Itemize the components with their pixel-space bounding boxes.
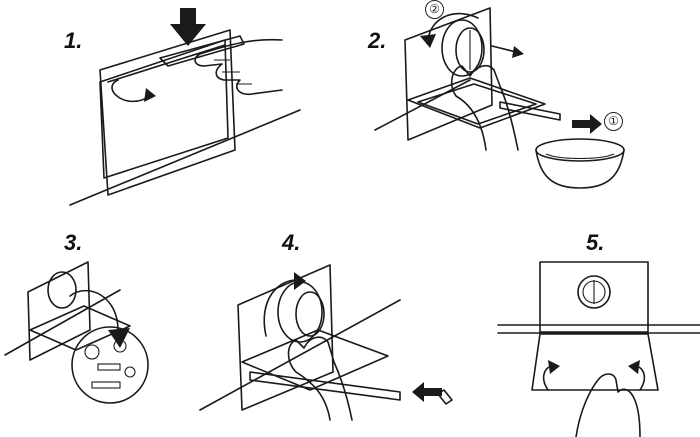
- step-4-illustration: [199, 264, 453, 421]
- step-4-rotate-arrow-icon: [263, 279, 301, 337]
- step-1-floor-line: [69, 109, 301, 206]
- step-2-rotate-arrow-head: [420, 34, 436, 48]
- step-2-filter-knob: [441, 19, 483, 77]
- step-4-rotate-arrow-head: [294, 272, 306, 290]
- step-5-service-flap: [531, 333, 659, 391]
- step-3-floor-line: [4, 289, 121, 356]
- step-1-service-flap: [99, 39, 229, 179]
- step-1-illustration: [69, 8, 301, 206]
- step-4-hose-plug: [437, 389, 453, 405]
- step-5-illustration: [497, 261, 700, 437]
- step-5-close-arrow-head: [628, 360, 640, 374]
- step-3-arrow-icon: [69, 289, 119, 331]
- step-1-hand: [194, 38, 283, 96]
- step-1-curved-arrow-head: [144, 88, 156, 102]
- step-4-filter-cap: [295, 291, 325, 337]
- step-5-filter-cap: [577, 275, 611, 309]
- step-2-pull-arrow-icon: [491, 45, 517, 53]
- step-2-filter-cap: [455, 27, 485, 73]
- step-3-button-icon: [124, 366, 136, 378]
- step-4-label: 4.: [282, 230, 301, 255]
- step-3-coin-icon: [84, 344, 100, 360]
- step-5-close-arrow-head: [548, 360, 560, 374]
- step-3-label: 3.: [64, 230, 83, 255]
- step-3-coin-icon: [113, 339, 127, 353]
- step-1-machine-front: [99, 29, 236, 196]
- step-3-illustration: [4, 261, 149, 404]
- callout-2: ②: [425, 0, 444, 19]
- step-4-insert-arrow-icon: [412, 382, 442, 402]
- step-4-drain-hose: [249, 371, 401, 401]
- step-2-illustration: [374, 7, 625, 189]
- step-2-drain-hose: [499, 101, 561, 121]
- step-5-machine-front: [539, 261, 649, 333]
- step-3-arrow-head: [108, 328, 130, 348]
- step-2-label: 2.: [368, 28, 387, 53]
- step-2-machine-front: [404, 7, 493, 141]
- step-4-filter-knob: [277, 281, 323, 343]
- step-2-open-flap: [407, 77, 546, 129]
- step-3-paperclip-icon: [91, 381, 121, 389]
- step-2-rotate-arrow-icon: [427, 12, 479, 41]
- step-1-push-arrow-icon: [170, 8, 206, 46]
- step-1-flap-latch: [159, 35, 245, 67]
- step-2-bowl: [535, 149, 625, 189]
- step-2-pull-arrow-head: [512, 46, 524, 58]
- step-4-floor-line: [199, 299, 401, 411]
- step-1-hand-fingers: [214, 59, 252, 85]
- step-3-hairpin-icon: [97, 363, 121, 371]
- step-2-bowl-inner: [545, 153, 615, 159]
- step-2-hand: [450, 64, 519, 151]
- step-3-filter-opening: [47, 271, 77, 309]
- step-1-curved-arrow-icon: [111, 79, 151, 103]
- step-3-open-flap: [29, 305, 131, 351]
- step-2-bowl-rim: [535, 138, 625, 162]
- step-5-label: 5.: [586, 230, 605, 255]
- callout-1: ①: [604, 112, 623, 131]
- step-5-hand: [575, 373, 641, 437]
- step-2-flap-inner: [417, 83, 537, 125]
- step-3-debris-bubble: [71, 326, 149, 404]
- step-2-drain-arrow-icon: [572, 114, 602, 134]
- step-3-machine-front: [27, 261, 91, 361]
- step-1-label: 1.: [64, 28, 83, 53]
